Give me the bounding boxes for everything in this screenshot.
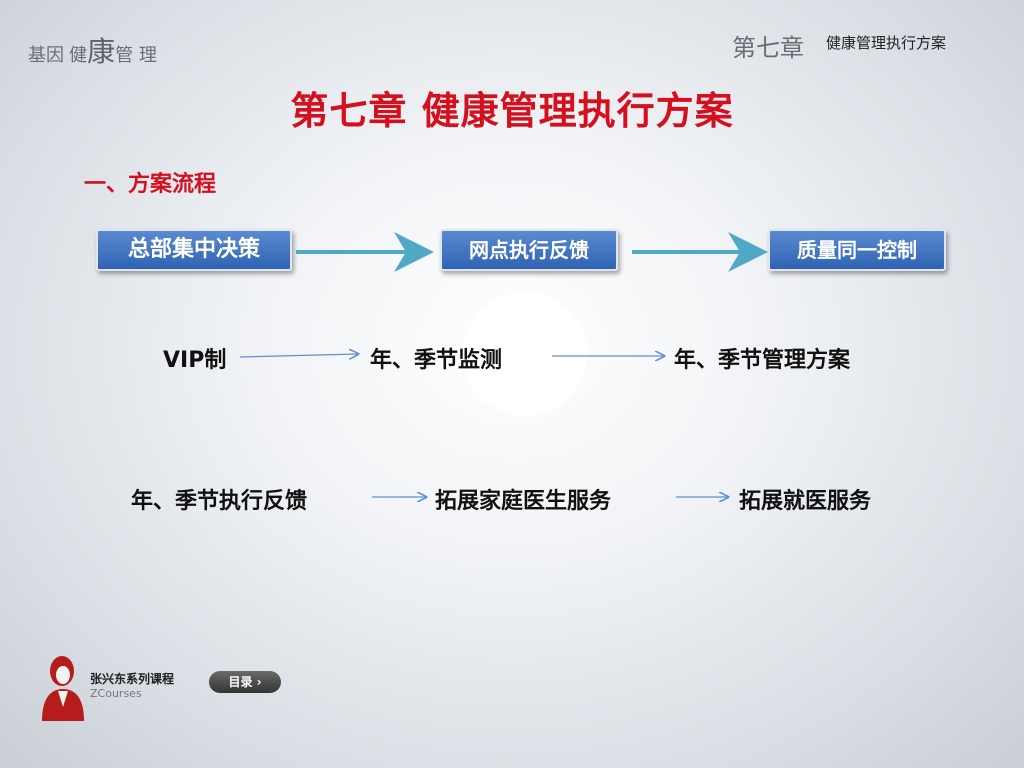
row1-arrow-1 <box>239 354 358 357</box>
section-heading: 一、方案流程 <box>84 172 217 197</box>
page-title: 第七章 健康管理执行方案 <box>290 89 734 133</box>
logo-part1: 基因 <box>28 45 64 66</box>
portrait-logo <box>42 656 84 721</box>
row2-item-medical-service: 拓展就医服务 <box>739 489 872 514</box>
header-chapter: 第七章 <box>732 34 804 62</box>
flow-box-quality-control: 质量同一控制 <box>768 229 946 271</box>
logo-brand: 基因 健康管 理 <box>28 30 157 70</box>
footer-brand: ZCourses <box>90 687 142 700</box>
logo-part4: 管 理 <box>115 45 157 66</box>
logo-part3: 康 <box>87 35 116 68</box>
row1-item-vip: VIP制 <box>163 348 227 373</box>
flow-box-hq-decision: 总部集中决策 <box>96 229 292 271</box>
center-glow <box>463 292 587 416</box>
logo-part2: 健 <box>69 45 88 66</box>
table-of-contents-button[interactable]: 目录 › <box>209 671 281 693</box>
footer-series-name: 张兴东系列课程 <box>90 672 175 686</box>
row2-item-feedback: 年、季节执行反馈 <box>131 489 308 514</box>
flow-box-branch-feedback: 网点执行反馈 <box>440 229 618 271</box>
row1-item-monitoring: 年、季节监测 <box>370 348 503 373</box>
row2-item-family-doctor: 拓展家庭医生服务 <box>435 489 612 514</box>
header-chapter-title: 健康管理执行方案 <box>826 34 947 52</box>
row1-item-management-plan: 年、季节管理方案 <box>674 348 851 373</box>
